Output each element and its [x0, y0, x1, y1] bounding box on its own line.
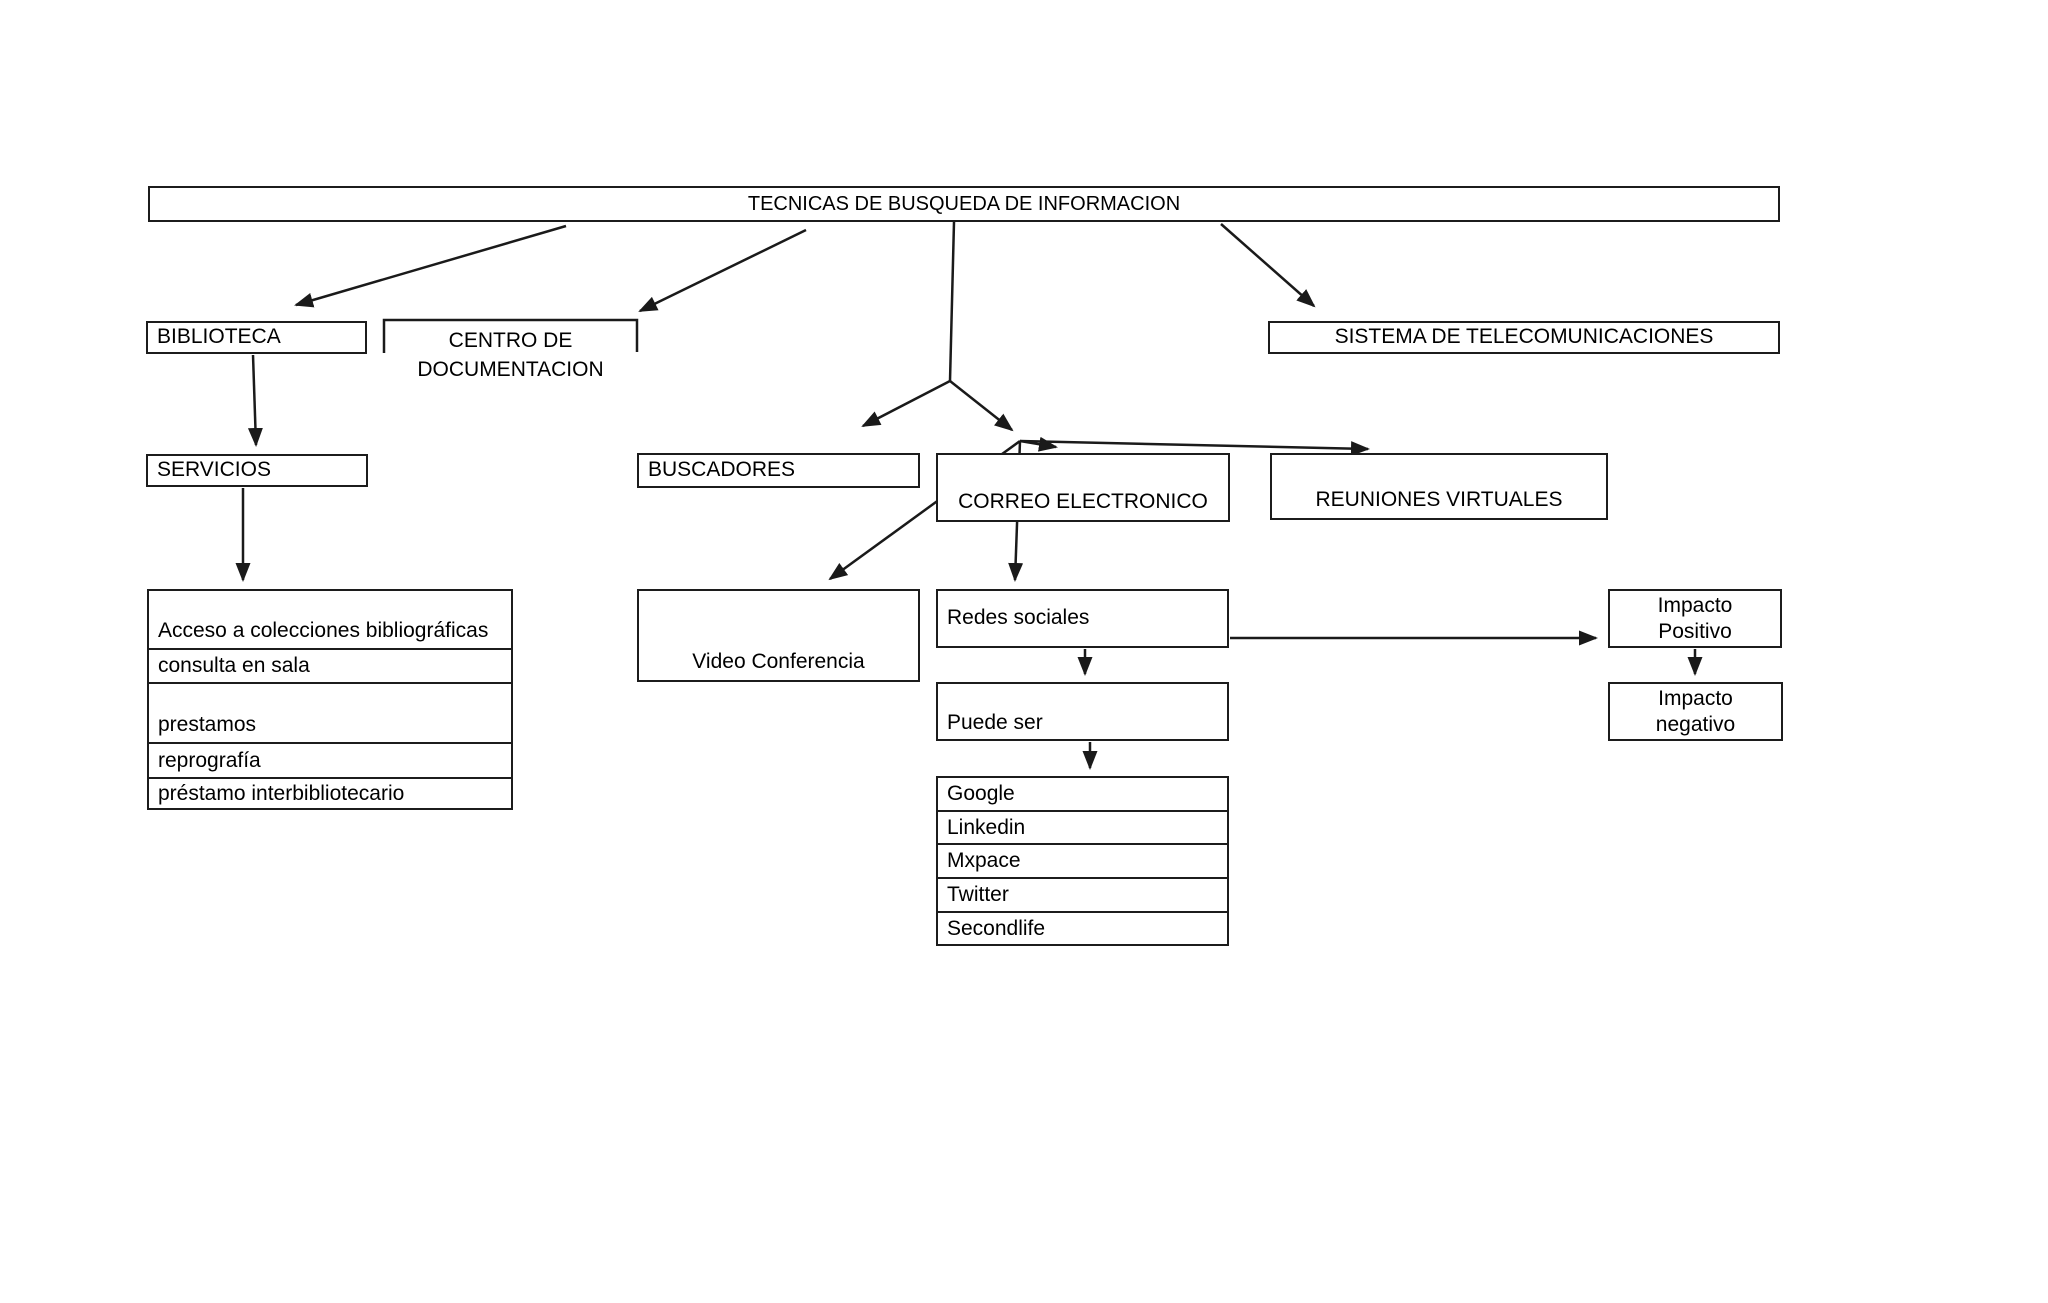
node-title: TECNICAS DE BUSQUEDA DE INFORMACION [148, 186, 1780, 222]
node-biblioteca-label: BIBLIOTECA [157, 325, 281, 349]
list-item: consulta en sala [149, 648, 511, 682]
node-servicios-label: SERVICIOS [157, 458, 271, 482]
list-item: prestamos [149, 682, 511, 742]
node-centro-line1: CENTRO DE [448, 329, 573, 352]
list-item-label: Twitter [947, 883, 1009, 906]
edge-biblioteca-to-servicios [247, 354, 263, 447]
list-item: Twitter [938, 877, 1227, 911]
edge-stem-to-buscadores [861, 379, 951, 428]
list-item-label: Mxpace [947, 849, 1021, 872]
list-item-label: reprografía [158, 748, 261, 772]
edge-title-stem [948, 221, 956, 382]
node-impacto-positivo-line1: Impacto [1657, 593, 1733, 617]
list-item: Secondlife [938, 911, 1227, 944]
node-puede-ser-label: Puede ser [947, 710, 1043, 734]
node-video-label: Video Conferencia [692, 649, 865, 673]
list-item: préstamo interbibliotecario [149, 777, 511, 808]
list-item-label: Google [947, 782, 1015, 805]
edge-hub-to-correo [1019, 436, 1058, 452]
node-reuniones-virtuales: REUNIONES VIRTUALES [1270, 453, 1608, 520]
list-item: Mxpace [938, 843, 1227, 877]
node-servicios: SERVICIOS [146, 454, 368, 487]
node-impacto-negativo: Impacto negativo [1608, 682, 1783, 741]
node-sistema-telecomunicaciones: SISTEMA DE TELECOMUNICACIONES [1268, 321, 1780, 354]
list-item-label: prestamos [158, 713, 257, 736]
list-item: Acceso a colecciones bibliográficas [149, 591, 511, 648]
servicios-list: Acceso a colecciones bibliográficas cons… [147, 589, 513, 810]
list-item: Linkedin [938, 810, 1227, 843]
node-video-conferencia: Video Conferencia [637, 589, 920, 682]
edge-title-to-sistema [1220, 223, 1316, 308]
list-item: reprografía [149, 742, 511, 777]
node-correo-label: CORREO ELECTRONICO [958, 489, 1208, 513]
node-impacto-positivo-line2: Positivo [1658, 619, 1732, 643]
node-puede-ser: Puede ser [936, 682, 1229, 741]
edge-title-to-centro [638, 228, 807, 313]
node-impacto-positivo: Impacto Positivo [1608, 589, 1782, 648]
list-item-label: Acceso a colecciones bibliográficas [158, 619, 489, 642]
node-centro-documentacion: CENTRO DE DOCUMENTACION [384, 326, 637, 384]
list-item-label: préstamo interbibliotecario [158, 781, 405, 805]
node-redes-label: Redes sociales [947, 606, 1090, 630]
edge-stem-to-hub [949, 380, 1014, 432]
node-reuniones-label: REUNIONES VIRTUALES [1315, 487, 1563, 511]
edge-hub-to-reuniones [1019, 439, 1370, 457]
edge-title-to-biblioteca [294, 224, 567, 308]
list-item-label: consulta en sala [158, 654, 310, 677]
list-item-label: Secondlife [947, 916, 1046, 940]
list-item: Google [938, 778, 1227, 810]
node-buscadores-label: BUSCADORES [648, 458, 796, 482]
node-correo-electronico: CORREO ELECTRONICO [936, 453, 1230, 522]
node-centro-line2: DOCUMENTACION [417, 358, 604, 381]
node-title-label: TECNICAS DE BUSQUEDA DE INFORMACION [747, 192, 1181, 215]
node-biblioteca: BIBLIOTECA [146, 321, 367, 354]
node-impacto-negativo-line2: negativo [1655, 712, 1736, 736]
node-buscadores: BUSCADORES [637, 453, 920, 488]
redes-sociales-list: Google Linkedin Mxpace Twitter Secondlif… [936, 776, 1229, 946]
node-impacto-negativo-line1: Impacto [1658, 686, 1733, 710]
node-sistema-label: SISTEMA DE TELECOMUNICACIONES [1334, 325, 1714, 349]
list-item-label: Linkedin [947, 815, 1026, 839]
node-redes-sociales: Redes sociales [936, 589, 1229, 648]
